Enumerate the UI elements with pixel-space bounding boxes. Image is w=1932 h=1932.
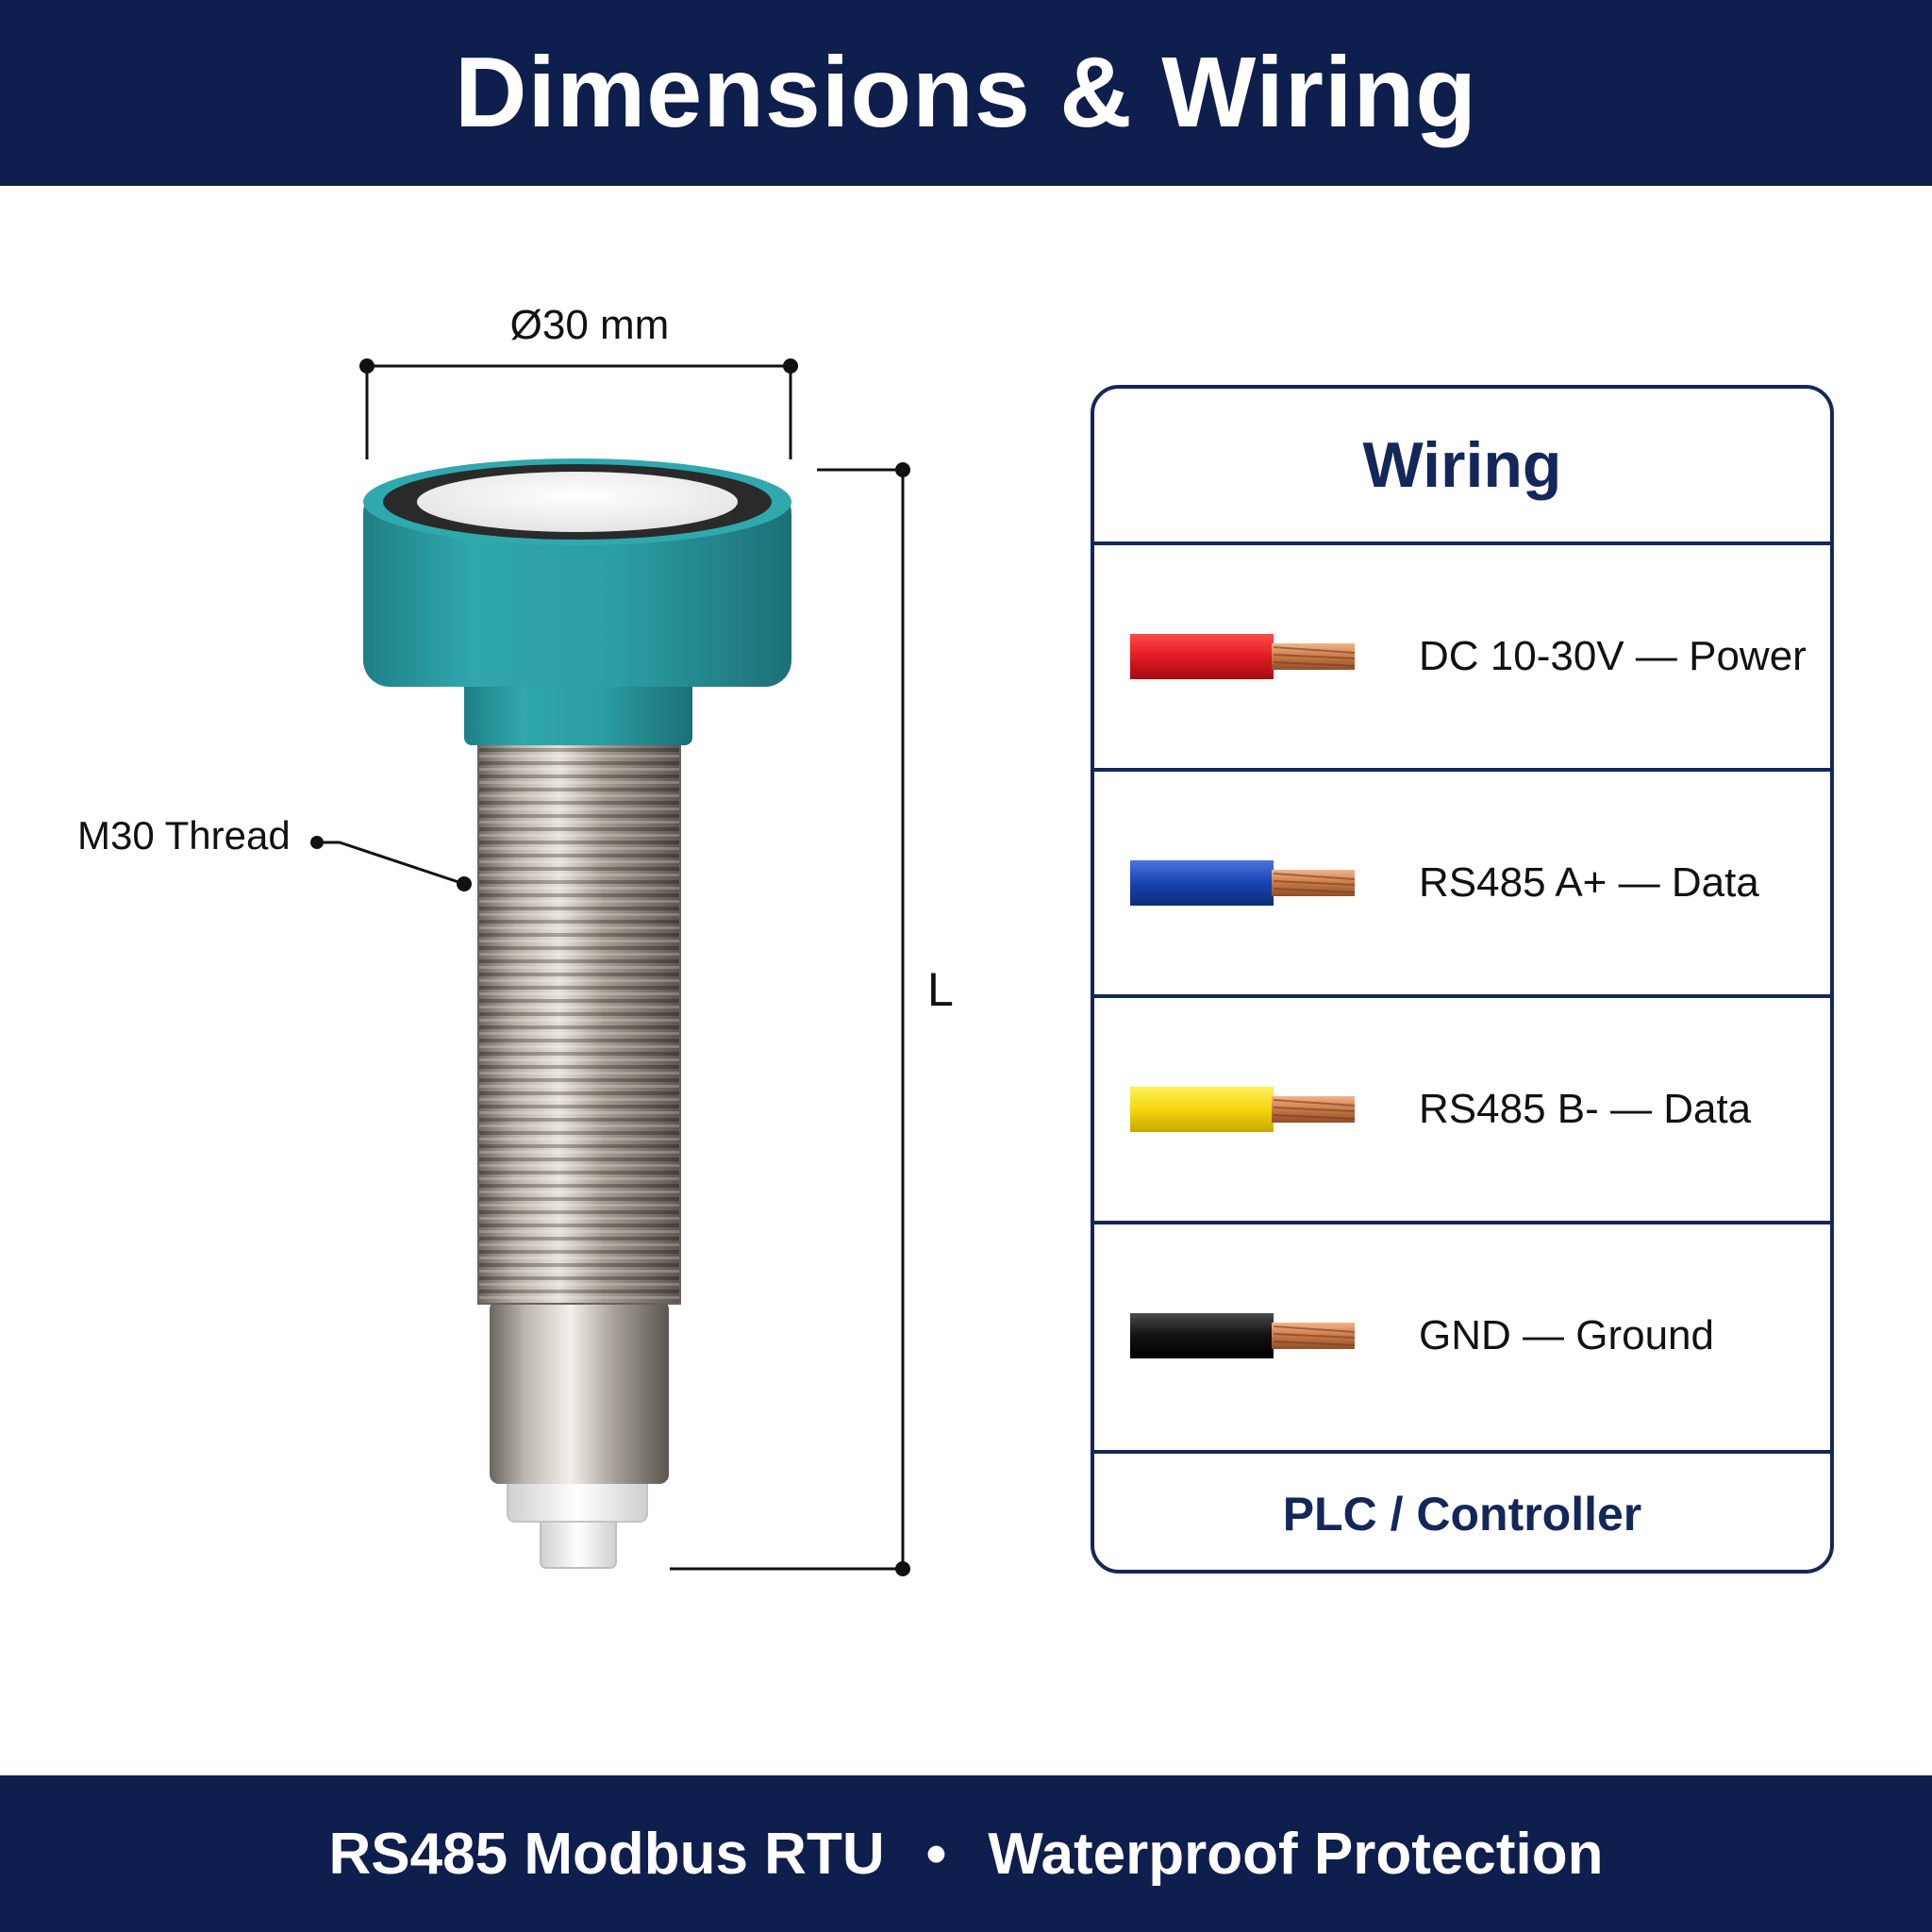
wire-label-rs485-a: RS485 A+ — Data bbox=[1419, 859, 1759, 906]
yellow-wire-icon bbox=[1130, 1087, 1356, 1132]
page-title: Dimensions & Wiring bbox=[454, 37, 1478, 148]
sensor-body bbox=[363, 458, 791, 1569]
blue-wire-icon bbox=[1130, 860, 1356, 906]
wire-row-rs485-b: RS485 B- — Data bbox=[1094, 994, 1830, 1221]
footer-separator: • bbox=[925, 1821, 947, 1887]
wiring-footer: PLC / Controller bbox=[1094, 1450, 1830, 1570]
wire-row-rs485-a: RS485 A+ — Data bbox=[1094, 768, 1830, 994]
wire-label-ground: GND — Ground bbox=[1419, 1312, 1714, 1358]
diameter-dimension bbox=[359, 358, 798, 459]
footer-protection: Waterproof Protection bbox=[988, 1821, 1604, 1887]
black-wire-icon bbox=[1130, 1313, 1356, 1358]
length-label: L bbox=[927, 963, 954, 1016]
footer-protocol: RS485 Modbus RTU bbox=[328, 1821, 885, 1887]
footer-banner: RS485 Modbus RTU • Waterproof Protection bbox=[0, 1775, 1932, 1932]
wire-label-power: DC 10-30V — Power bbox=[1419, 633, 1807, 679]
header-banner: Dimensions & Wiring bbox=[0, 0, 1932, 186]
thread-leader bbox=[310, 836, 472, 891]
wire-row-power: DC 10-30V — Power bbox=[1094, 541, 1830, 768]
wiring-card: Wiring DC 10-30V — Power bbox=[1091, 385, 1834, 1574]
thread-label: M30 Thread bbox=[77, 813, 291, 858]
length-dimension bbox=[670, 462, 910, 1576]
wire-label-rs485-b: RS485 B- — Data bbox=[1419, 1086, 1752, 1132]
diameter-label: Ø30 mm bbox=[509, 302, 670, 348]
red-wire-icon bbox=[1130, 634, 1356, 679]
wiring-title: Wiring bbox=[1362, 429, 1562, 501]
wire-row-ground: GND — Ground bbox=[1094, 1221, 1830, 1447]
